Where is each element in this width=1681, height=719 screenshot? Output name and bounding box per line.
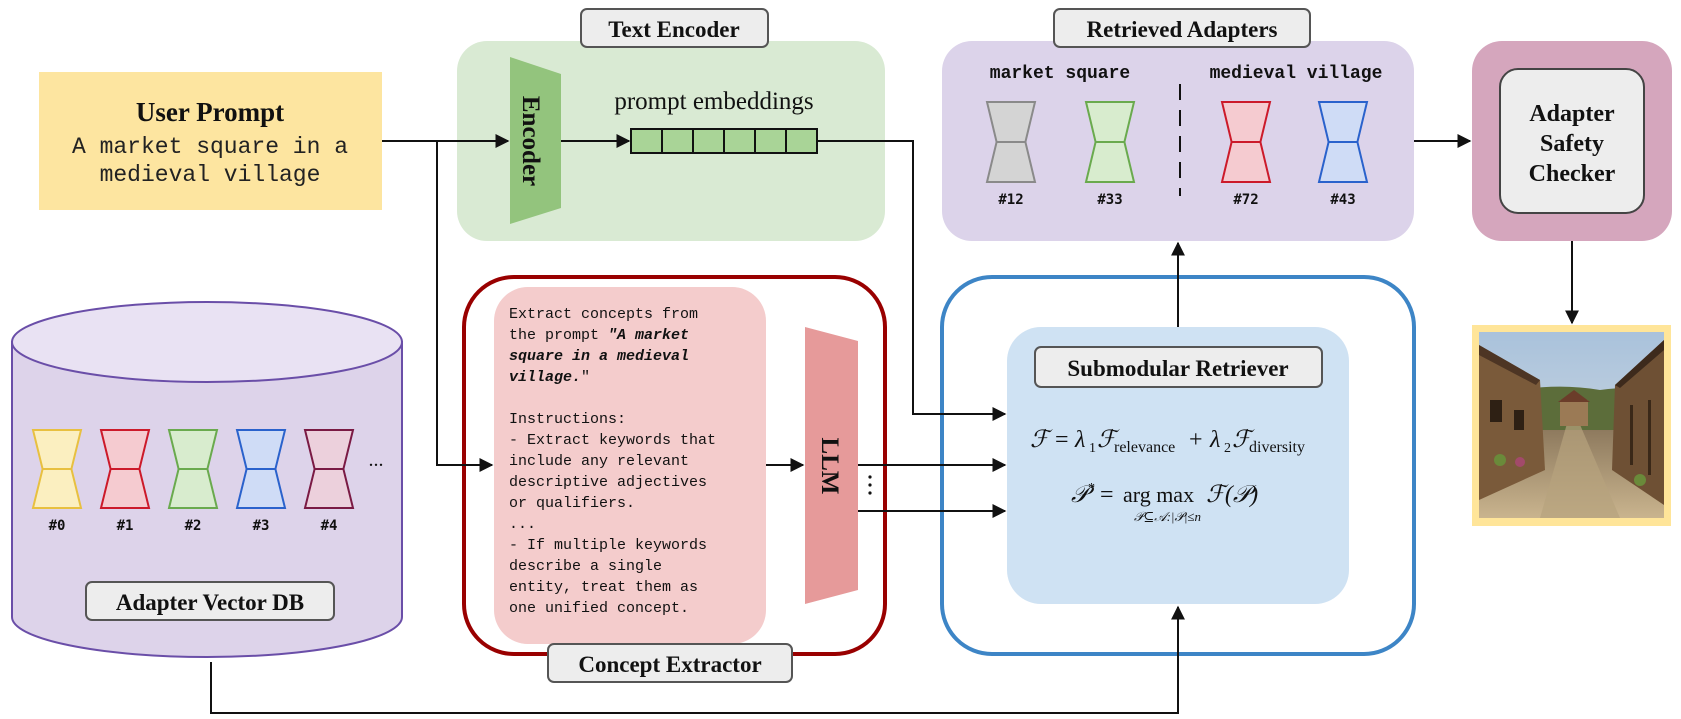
adapter-4: #4: [303, 429, 355, 534]
llm-prompt-text: Extract concepts from the prompt "A marke…: [509, 306, 716, 617]
svg-text:Safety: Safety: [1540, 131, 1604, 157]
argmax-formula: 𝒫 * = arg max ℱ(𝒫) 𝒫⊆𝒜:|𝒫|≤n: [1071, 481, 1258, 524]
prompt-line: Instructions:: [509, 411, 626, 428]
adapter-33: #33: [1084, 101, 1136, 208]
adapter-1: #1: [99, 429, 151, 534]
prompt-line: - Extract keywords that: [509, 432, 716, 449]
svg-text:2: 2: [1224, 441, 1231, 456]
adapter-id-label: #12: [998, 192, 1023, 208]
svg-text:λ: λ: [1209, 427, 1220, 453]
prompt-line: or qualifiers.: [509, 495, 635, 512]
svg-text:Retrieved Adapters: Retrieved Adapters: [1087, 17, 1278, 42]
concept-market-square: market square: [990, 64, 1130, 84]
adapter-2: #2: [167, 429, 219, 534]
prompt-line: village.": [509, 369, 590, 386]
adapter-id-label: #43: [1330, 192, 1355, 208]
db-ellipsis: ...: [369, 449, 384, 471]
prompt-line: describe a single: [509, 558, 662, 575]
user-prompt-box: User Prompt A market square in a medieva…: [39, 72, 382, 210]
adapter-vector-db-label-box: Adapter Vector DB: [85, 581, 335, 621]
adapter-id-label: #2: [185, 518, 202, 534]
adapter-72: #72: [1220, 101, 1272, 208]
svg-text:Checker: Checker: [1529, 161, 1616, 187]
prompt-line: descriptive adjectives: [509, 474, 707, 491]
generated-image: [1472, 325, 1671, 526]
prompt-line: the prompt "A market: [509, 327, 689, 344]
svg-text:*: *: [1088, 481, 1095, 496]
flow-arrows: [210, 134, 1579, 714]
adapter-id-label: #72: [1233, 192, 1258, 208]
llm-block: [805, 327, 858, 604]
adapter-id-label: #1: [117, 518, 134, 534]
svg-text:=: =: [1055, 427, 1069, 453]
prompt-line: square in a medieval: [509, 348, 689, 365]
adapter-3: #3: [235, 429, 287, 534]
svg-text:diversity: diversity: [1249, 439, 1305, 456]
svg-text:ℱ: ℱ: [1097, 427, 1120, 453]
prompt-line: one unified concept.: [509, 600, 689, 617]
svg-text:Concept Extractor: Concept Extractor: [578, 652, 761, 677]
adapter-id-label: #33: [1097, 192, 1122, 208]
concept-medieval-village: medieval village: [1210, 64, 1383, 84]
prompt-embeddings-vector: [630, 128, 818, 154]
prompt-embeddings-label: prompt embeddings: [614, 88, 813, 115]
llm-vertical-dots: [868, 475, 872, 495]
adapter-12: #12: [985, 101, 1037, 208]
adapter-id-label: #0: [49, 518, 66, 534]
submodular-retriever-panel: [940, 275, 1416, 656]
prompt-line: ...: [509, 516, 536, 533]
adapter-0: #0: [31, 429, 83, 534]
prompt-line: Extract concepts from: [509, 306, 698, 323]
concept-extractor-panel: Extract concepts from the prompt "A marke…: [462, 275, 887, 656]
svg-text:relevance: relevance: [1114, 439, 1175, 456]
user-prompt-line-2: medieval village: [100, 162, 321, 188]
adapter-safety-checker: Adapter Safety Checker: [1472, 41, 1672, 241]
adapter-vector-db: #0 #1 #2 #3 #4 ...: [11, 301, 403, 658]
svg-text:Submodular Retriever: Submodular Retriever: [1067, 356, 1288, 381]
svg-text:arg max: arg max: [1123, 482, 1194, 507]
objective-formula: ℱ = λ 1 ℱ relevance + λ 2 ℱ diversity: [1030, 427, 1305, 456]
retrieved-adapters-label-box: Retrieved Adapters: [1053, 8, 1311, 48]
svg-text:λ: λ: [1074, 427, 1085, 453]
svg-text:+: +: [1189, 427, 1203, 453]
encoder-label: Encoder: [517, 96, 544, 186]
svg-text:Text Encoder: Text Encoder: [608, 17, 739, 42]
user-prompt-line-1: A market square in a: [72, 134, 348, 160]
llm-label: LLM: [816, 438, 843, 495]
encoder-block: [510, 57, 561, 224]
adapter-id-label: #3: [253, 518, 270, 534]
submodular-retriever-label-box: Submodular Retriever: [1034, 346, 1323, 388]
retrieved-adapters-panel: market square medieval village #12 #33 #72…: [942, 41, 1414, 241]
prompt-line: include any relevant: [509, 453, 689, 470]
prompt-line: - If multiple keywords: [509, 537, 707, 554]
svg-text:𝒫⊆𝒜:|𝒫|≤n: 𝒫⊆𝒜:|𝒫|≤n: [1134, 509, 1201, 524]
adapter-43: #43: [1317, 101, 1369, 208]
svg-text:ℱ: ℱ: [1232, 427, 1255, 453]
text-encoder-panel: Encoder prompt embeddings: [457, 41, 885, 241]
svg-text:Adapter Vector DB: Adapter Vector DB: [116, 590, 304, 615]
text-encoder-label-box: Text Encoder: [580, 8, 769, 48]
user-prompt-title: User Prompt: [136, 97, 284, 127]
concept-extractor-label-box: Concept Extractor: [547, 643, 793, 683]
svg-text:=: =: [1100, 482, 1114, 508]
adapter-id-label: #4: [321, 518, 338, 534]
svg-text:ℱ: ℱ: [1030, 427, 1053, 453]
svg-text:ℱ(𝒫): ℱ(𝒫): [1206, 482, 1258, 508]
svg-text:Adapter: Adapter: [1529, 101, 1615, 127]
prompt-line: entity, treat them as: [509, 579, 698, 596]
svg-text:1: 1: [1089, 441, 1096, 456]
